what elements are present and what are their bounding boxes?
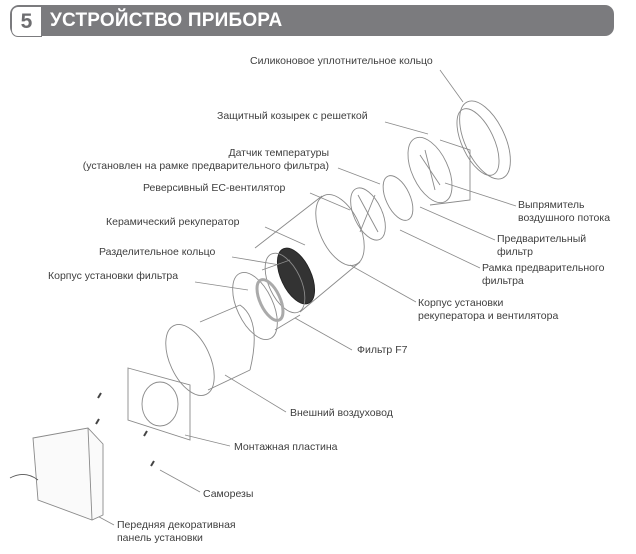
filter-housing-part — [232, 259, 301, 340]
label-separating-ring: Разделительное кольцо — [99, 246, 216, 258]
label-prefilter-frame-line1: Рамка предварительного — [482, 262, 605, 274]
section-number: 5 — [11, 6, 42, 37]
label-filter-housing: Корпус установки фильтра — [48, 270, 179, 282]
outer-duct-part — [165, 304, 255, 396]
protective-hood-part — [407, 136, 471, 206]
label-flow-straightener: Выпрямитель воздушного потока — [518, 199, 610, 225]
label-outer-duct: Внешний воздуховод — [290, 407, 393, 419]
label-temp-sensor-line1: Датчик температуры — [228, 147, 329, 159]
recuperator-housing-part — [254, 194, 365, 313]
label-prefilter-frame-line2: фильтра — [482, 275, 524, 287]
label-flow-straightener-line2: воздушного потока — [518, 212, 611, 224]
label-recuperator-housing-line2: рекуператора и вентилятора — [418, 310, 559, 322]
label-temp-sensor-line2: (установлен на рамке предварительного фи… — [82, 160, 329, 172]
label-recuperator-housing-line1: Корпус установки — [418, 297, 504, 309]
section-title: УСТРОЙСТВО ПРИБОРА — [50, 10, 283, 31]
label-prefilter-frame: Рамка предварительного фильтра — [482, 262, 604, 288]
front-panel-part — [9, 427, 104, 521]
label-flow-straightener-line1: Выпрямитель — [518, 199, 585, 211]
label-ceramic-recuperator: Керамический рекуператор — [106, 216, 240, 228]
ceramic-recuperator-part — [276, 247, 316, 305]
label-temp-sensor: Датчик температуры (установлен на рамке … — [60, 147, 329, 173]
label-screws: Саморезы — [203, 488, 254, 500]
separating-ring-part — [264, 252, 306, 314]
leader-lines — [89, 69, 517, 526]
label-reversible-fan: Реверсивный ЕС-вентилятор — [143, 182, 286, 194]
label-front-panel-line1: Передняя декоративная — [117, 519, 236, 531]
label-protective-hood: Защитный козырек с решеткой — [217, 110, 368, 122]
section-header — [10, 5, 614, 36]
screws-part — [95, 392, 155, 467]
prefilter-frame-part — [350, 187, 386, 241]
label-prefilter-line1: Предварительный — [497, 233, 587, 245]
label-prefilter-line2: фильтр — [497, 246, 533, 258]
silicone-ring-part — [456, 100, 511, 180]
mounting-plate-part — [127, 367, 191, 441]
prefilter-part — [382, 175, 414, 221]
label-recuperator-housing: Корпус установки рекуператора и вентилят… — [418, 297, 558, 323]
label-mounting-plate: Монтажная пластина — [234, 441, 338, 453]
label-silicone-ring: Силиконовое уплотнительное кольцо — [250, 55, 433, 67]
label-front-panel-line2: панель установки — [117, 532, 203, 544]
label-filter-f7: Фильтр F7 — [357, 344, 408, 356]
label-prefilter: Предварительный фильтр — [497, 233, 586, 259]
label-front-panel: Передняя декоративная панель установки — [117, 519, 236, 545]
